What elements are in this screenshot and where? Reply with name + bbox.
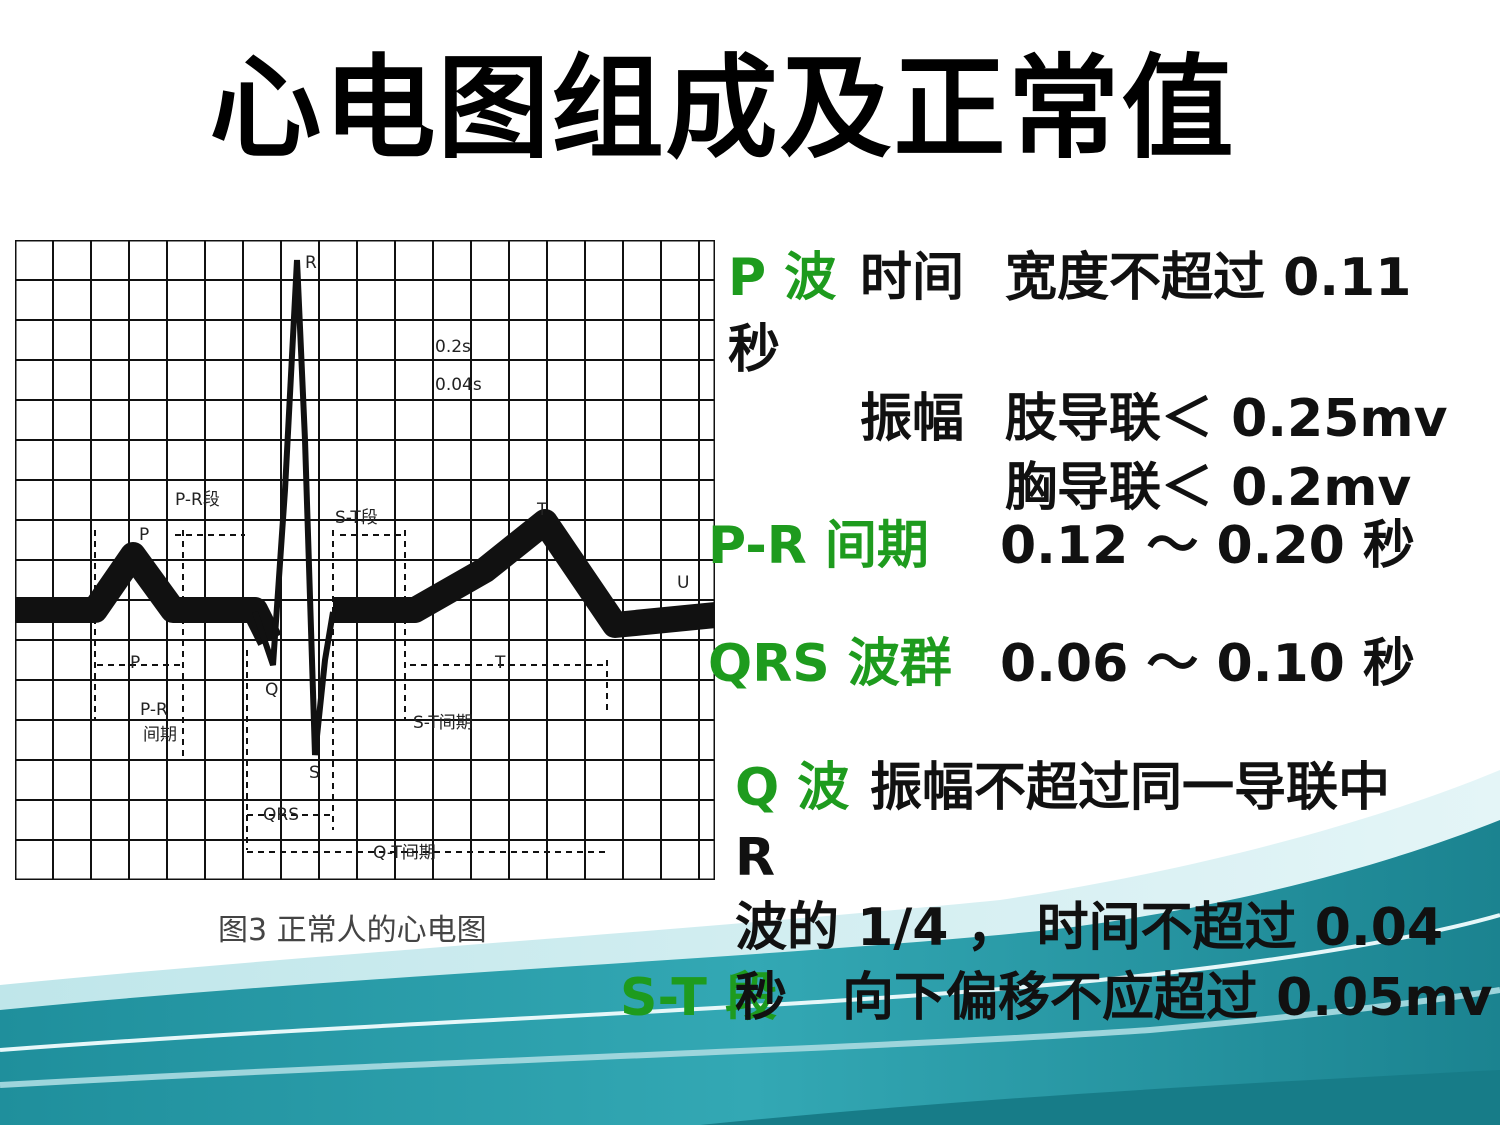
- qrs-label: QRS 波群: [708, 634, 952, 694]
- ecg-label-q: Q: [265, 680, 278, 700]
- ecg-label-st-interval: S-T间期: [413, 713, 473, 733]
- p-wave-label: P 波: [728, 248, 837, 308]
- q-wave-line3: 波的 1/4 ， 时间不超过 0.04: [735, 898, 1444, 958]
- ecg-label-pr-interval-2: 间期: [143, 725, 177, 745]
- ecg-label-r: R: [305, 253, 317, 273]
- p-wave-chest: 胸导联＜ 0.2mv: [1005, 458, 1412, 518]
- ecg-label-s: S: [309, 763, 320, 783]
- q-wave-line1: 振幅不超过同一导联中: [870, 758, 1391, 818]
- figure-caption: 图3 正常人的心电图: [218, 913, 487, 948]
- q-wave-line4: 秒: [735, 968, 788, 1028]
- q-wave-line2: R: [735, 828, 776, 888]
- ecg-figure: R Q S T U P P T P-R段 S-T段 P-R 间期 S-T间期 Q…: [15, 240, 715, 880]
- ecg-label-amp-1: 0.2s: [435, 337, 471, 357]
- ecg-label-st-segment: S-T段: [335, 508, 378, 528]
- ecg-label-amp-2: 0.04s: [435, 375, 482, 395]
- ecg-label-pr-segment: P-R段: [175, 490, 220, 510]
- ecg-label-u: U: [677, 573, 689, 593]
- ecg-measure-lines: [94, 530, 608, 853]
- ecg-label-t-width: T: [494, 653, 506, 673]
- ecg-label-p-width: P: [130, 653, 140, 673]
- st-segment-value: 向下偏移不应超过 0.05mv: [842, 968, 1493, 1028]
- ecg-label-t: T: [536, 500, 548, 520]
- pr-interval-label: P-R 间期: [708, 516, 929, 576]
- p-wave-time-key: 时间: [860, 248, 965, 308]
- st-segment-label: S-T 段: [620, 968, 777, 1028]
- slide-title: 心电图组成及正常值: [209, 44, 1236, 174]
- pr-interval-value: 0.12 ～ 0.20 秒: [1000, 516, 1415, 576]
- p-wave-time-unit: 秒: [728, 320, 781, 380]
- ecg-label-qt-interval: Q-T间期: [373, 843, 436, 863]
- q-wave-label: Q 波: [735, 758, 850, 818]
- p-wave-amp-key: 振幅: [860, 389, 965, 449]
- p-wave-limb: 肢导联＜ 0.25mv: [1005, 389, 1448, 449]
- p-wave-time-value: 宽度不超过 0.11: [1005, 248, 1412, 308]
- qrs-value: 0.06 ～ 0.10 秒: [1000, 634, 1415, 694]
- ecg-label-p-top: P: [139, 525, 149, 545]
- ecg-label-qrs: QRS: [263, 805, 299, 825]
- ecg-label-pr-interval-1: P-R: [140, 700, 168, 720]
- ecg-qrs-trace: [252, 259, 336, 756]
